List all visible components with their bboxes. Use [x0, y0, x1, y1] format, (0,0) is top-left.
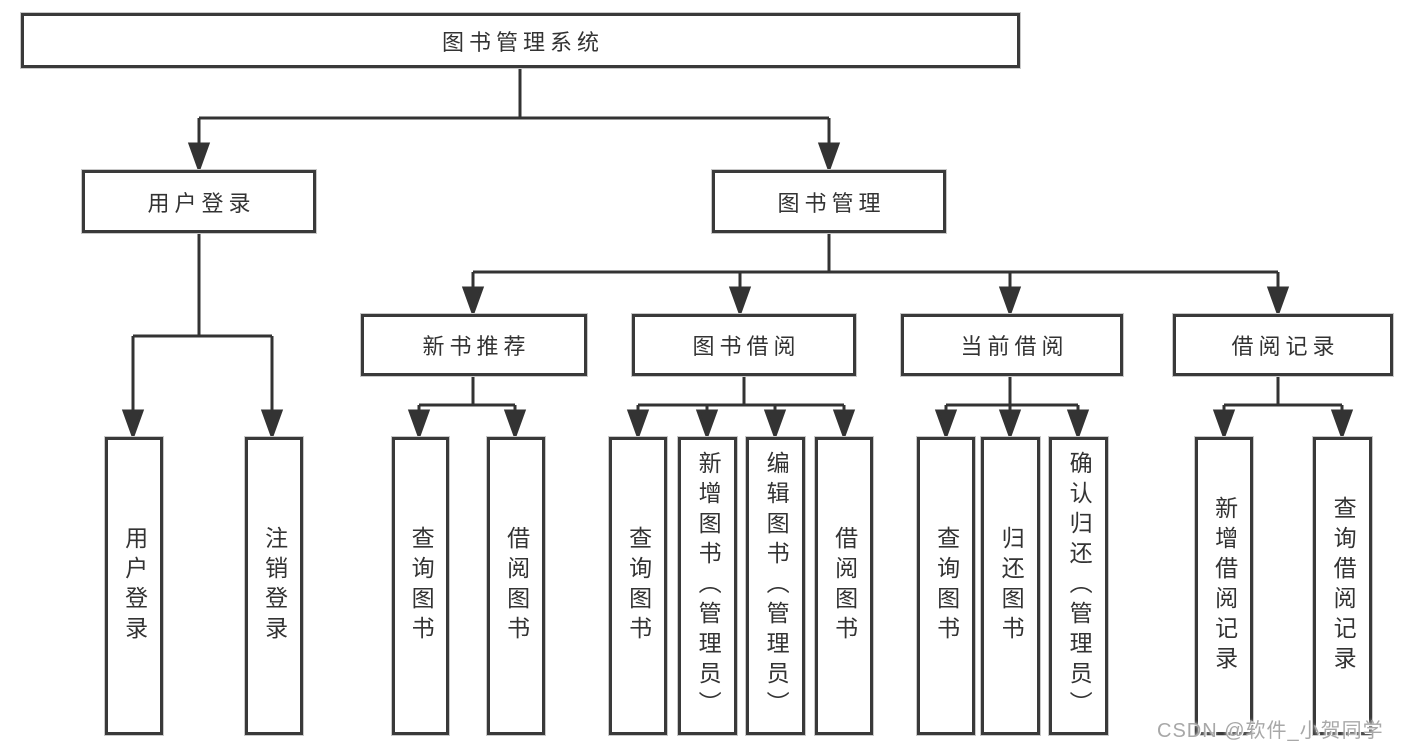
leaf-label: 注销登录	[261, 526, 288, 646]
leaf-label: 借阅图书	[831, 526, 858, 646]
node-label: 借阅记录	[1231, 334, 1340, 359]
leaf-label: 借阅图书	[503, 526, 530, 646]
connector-borrowing-records	[1212, 376, 1354, 441]
node-borrowing-records: 借阅记录	[1173, 314, 1393, 376]
leaf-label: 新增图书（管理员）	[695, 451, 722, 721]
node-label: 用户登录	[147, 190, 256, 216]
node-book-borrowing: 图书借阅	[632, 314, 856, 376]
connector-new-book-recommendation	[407, 376, 527, 441]
node-current-borrowing: 当前借阅	[901, 314, 1123, 376]
leaf-borrow-books-recommend: 借阅图书	[487, 437, 545, 735]
leaf-add-borrow-record: 新增借阅记录	[1195, 437, 1253, 735]
node-label: 图书管理	[777, 190, 886, 216]
leaf-label: 编辑图书（管理员）	[763, 451, 790, 721]
leaf-edit-book-admin: 编辑图书（管理员）	[746, 437, 805, 735]
leaf-search-books-recommend: 查询图书	[392, 437, 449, 735]
node-label: 当前借阅	[960, 334, 1069, 359]
leaf-label: 查询图书	[625, 526, 652, 646]
leaf-label: 确认归还（管理员）	[1066, 451, 1093, 721]
connector-book-borrowing	[626, 376, 856, 441]
leaf-label: 查询图书	[408, 526, 435, 646]
leaf-label: 查询借阅记录	[1330, 496, 1357, 676]
leaf-label: 查询图书	[933, 526, 960, 646]
leaf-return-book: 归还图书	[981, 437, 1040, 735]
leaf-label: 新增借阅记录	[1211, 496, 1238, 676]
leaf-user-login: 用户登录	[105, 437, 163, 735]
leaf-logout: 注销登录	[245, 437, 303, 735]
connector-book-management	[461, 233, 1290, 318]
node-book-management: 图书管理	[712, 170, 946, 233]
connector-user-login	[121, 233, 284, 441]
leaf-search-books-borrowing: 查询图书	[609, 437, 667, 735]
connector-current-borrowing	[934, 376, 1090, 441]
csdn-watermark: CSDN @软件_小贺同学	[1157, 720, 1384, 742]
leaf-query-borrow-record: 查询借阅记录	[1313, 437, 1372, 735]
leaf-borrow-books-borrowing: 借阅图书	[815, 437, 873, 735]
leaf-label: 用户登录	[121, 526, 148, 646]
node-user-login: 用户登录	[82, 170, 316, 233]
connector-root	[187, 68, 841, 174]
leaf-add-book-admin: 新增图书（管理员）	[678, 437, 737, 735]
node-label: 图书借阅	[692, 334, 801, 359]
leaf-confirm-return-admin: 确认归还（管理员）	[1049, 437, 1108, 735]
node-label: 图书管理系统	[441, 29, 604, 55]
node-new-book-recommendation: 新书推荐	[361, 314, 587, 376]
node-label: 新书推荐	[422, 334, 531, 359]
leaf-label: 归还图书	[998, 526, 1025, 646]
node-library-management-system: 图书管理系统	[21, 13, 1020, 68]
leaf-search-books-current: 查询图书	[917, 437, 975, 735]
